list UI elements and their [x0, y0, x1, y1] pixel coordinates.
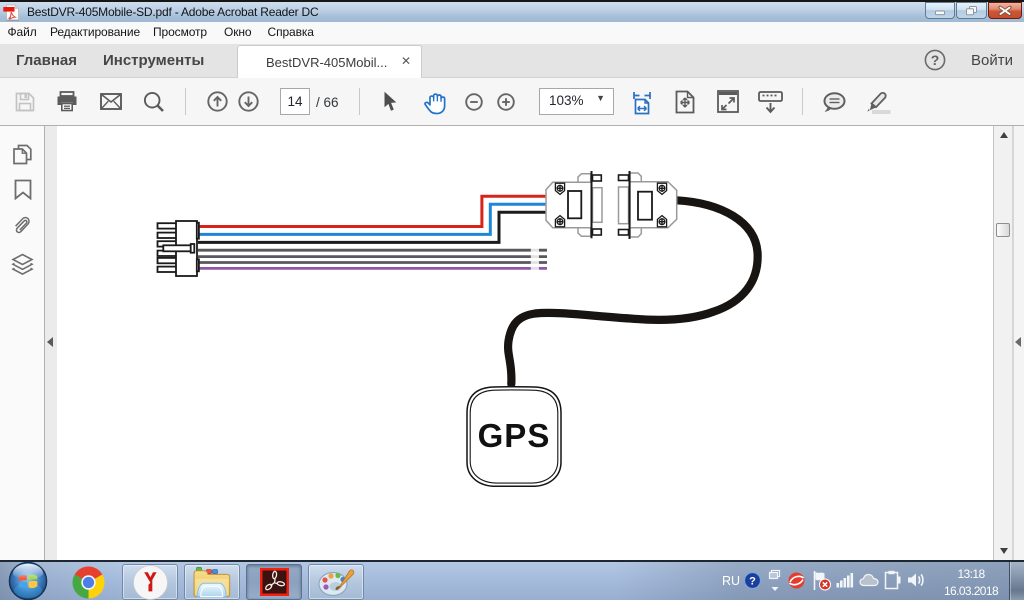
svg-text:?: ?: [749, 576, 756, 588]
svg-text:?: ?: [931, 52, 940, 68]
svg-text:GPS: GPS: [478, 417, 551, 454]
